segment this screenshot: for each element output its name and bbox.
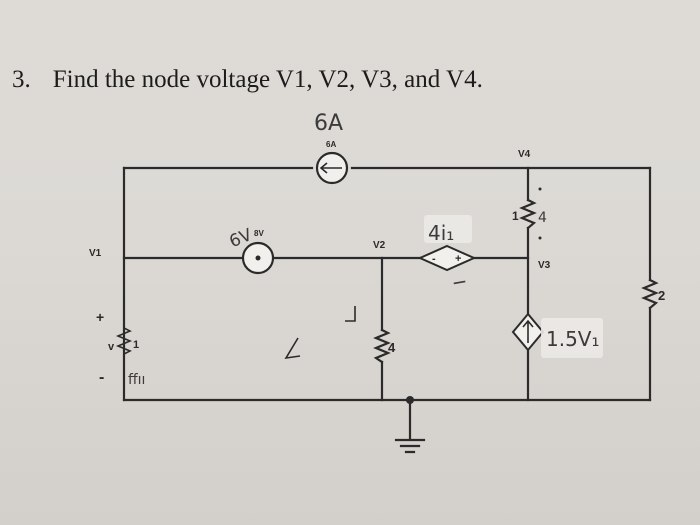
current-arrow-left-icon — [319, 162, 342, 174]
handwritten-marks: ffıı — [128, 372, 145, 388]
node-label-v2: V2 — [373, 240, 386, 251]
polarity-minus: - — [99, 369, 104, 386]
node-label-v1: V1 — [89, 248, 102, 259]
resistor-v2-ground — [373, 328, 391, 364]
resistor-right — [641, 278, 659, 310]
node-label-v3: V3 — [538, 260, 551, 271]
problem-number: 3. — [12, 66, 31, 93]
resistor-v4-v3 — [519, 198, 537, 230]
current-i-label: I — [449, 278, 469, 286]
dependent-current-label: 1.5V₁ — [546, 327, 600, 351]
dep-minus-sign: - — [432, 253, 436, 265]
tape-patch — [424, 215, 472, 243]
problem-text: Find the node voltage V1, V2, V3, and V4… — [52, 66, 483, 93]
node-label-v4: V4 — [518, 149, 531, 160]
voltage-v-label: v — [108, 341, 115, 353]
resistor-left — [115, 327, 133, 355]
resistor-left-value: 1 — [133, 339, 139, 351]
current-source-handwritten-label: 6A — [314, 111, 343, 136]
mark-dot-1 — [538, 187, 542, 191]
resistor-right-value: 2 — [658, 288, 665, 303]
resistor-v4-v3-hand-value: 4 — [538, 210, 547, 226]
problem-statement: 3. Find the node voltage V1, V2, V3, and … — [12, 66, 483, 94]
stray-mark-1 — [345, 306, 356, 322]
dependent-voltage-label: 4i₁ — [428, 221, 454, 245]
ground-symbol — [394, 398, 426, 454]
voltage-source-printed-label: 8V — [254, 229, 264, 238]
voltage-source-center-icon — [255, 255, 261, 261]
polarity-plus: + — [96, 309, 104, 325]
tape-patch-2 — [541, 318, 603, 358]
resistor-v2-ground-value: 4 — [388, 340, 396, 355]
resistor-v4-v3-value: 1 — [512, 209, 519, 223]
dep-plus-sign: + — [455, 253, 461, 265]
mark-dot-2 — [538, 236, 542, 240]
dep-current-arrow-up-icon — [522, 319, 534, 343]
current-source-printed-label: 6A — [326, 140, 336, 149]
stray-mark-2 — [284, 337, 301, 360]
dependent-voltage-source — [417, 244, 477, 272]
